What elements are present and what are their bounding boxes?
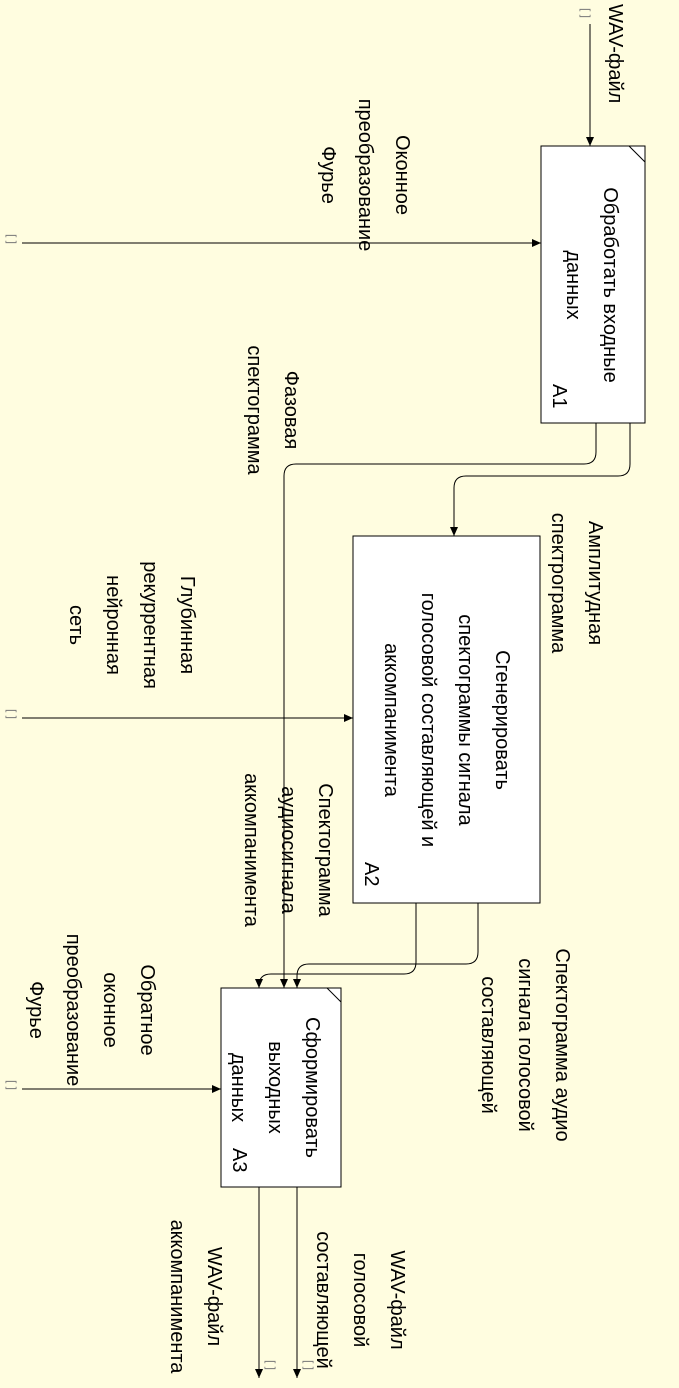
tunnel-marker: [ ] bbox=[579, 8, 593, 18]
inverse-fourier-label-line: преобразование bbox=[62, 933, 84, 1087]
accompaniment-spectrogram-arrow bbox=[255, 903, 417, 988]
deep-rnn-label-line: нейронная bbox=[102, 575, 124, 675]
window-fourier-label-line: преобразование bbox=[354, 98, 376, 252]
tunnel-marker: [ ] bbox=[5, 1080, 19, 1090]
deep-rnn-label-line: Глубинная bbox=[176, 575, 198, 675]
wav-vocal-label-line: WAV-файл bbox=[386, 1250, 408, 1350]
wav-in-label: WAV-файл bbox=[596, 4, 633, 154]
a3-title-line: выходных bbox=[264, 1041, 286, 1134]
a1-title: Обработать входные данных bbox=[554, 150, 628, 420]
wav-accompaniment-label: WAV-файл аккомпанимента bbox=[158, 1205, 232, 1388]
vocal-spectrogram-label-line: сигнала голосовой bbox=[514, 958, 536, 1132]
a2-node-id: A2 bbox=[360, 862, 382, 887]
inverse-fourier-label: Обратное оконное преобразование Фурье bbox=[17, 910, 165, 1110]
amplitude-spectrogram-label-line: спектрограмма bbox=[547, 512, 569, 654]
phase-spectrogram-arrow bbox=[280, 423, 597, 988]
a3-node-id: A3 bbox=[228, 1148, 250, 1173]
accompaniment-spectrogram-label-line: аккомпанимента bbox=[240, 773, 262, 927]
inverse-fourier-label-line: оконное bbox=[99, 972, 121, 1048]
accompaniment-spectrogram-label-line: аудиосигнала bbox=[277, 786, 299, 914]
wav-vocal-label-line: составляющей bbox=[312, 1231, 334, 1369]
amplitude-spectrogram-arrow bbox=[450, 423, 631, 536]
deep-rnn-label-line: сеть bbox=[65, 604, 87, 646]
phase-spectrogram-label-line: Фазовая bbox=[280, 370, 302, 450]
a3-corner-mark bbox=[326, 987, 342, 1003]
window-fourier-label: Оконное преобразование Фурье bbox=[309, 60, 420, 290]
a1-node-id: A1 bbox=[548, 384, 570, 409]
tunnel-marker: [ ] bbox=[5, 709, 19, 719]
a2-box[interactable] bbox=[352, 535, 541, 904]
a3-title-line: Сформировать bbox=[301, 1017, 323, 1158]
inverse-fourier-label-line: Фурье bbox=[25, 981, 47, 1039]
wav-vocal-label: WAV-файл голосовой составляющей bbox=[304, 1212, 415, 1388]
amplitude-spectrogram-label-line: Амплитудная bbox=[584, 520, 606, 646]
deep-rnn-label: Глубинная рекуррентная нейронная сеть bbox=[57, 550, 205, 700]
wav-vocal-label-line: голосовой bbox=[349, 1252, 371, 1348]
a1-box[interactable] bbox=[540, 145, 646, 424]
a1-title-line: данных bbox=[562, 250, 584, 320]
a2-title-line: спектограммы сигнала bbox=[454, 614, 476, 826]
tunnel-marker: [ ] bbox=[5, 234, 19, 244]
vocal-spectrogram-label-line: составляющей bbox=[477, 976, 499, 1114]
accompaniment-spectrogram-label-line: Спектограмма bbox=[314, 783, 336, 917]
deep-rnn-label-line: рекуррентная bbox=[139, 561, 161, 689]
a2-title-line: Сгенерировать bbox=[491, 650, 513, 790]
window-fourier-label-line: Оконное bbox=[391, 135, 413, 215]
a2-title-line: аккомпанимента bbox=[380, 643, 402, 797]
wav-in-label-line: WAV-файл bbox=[604, 4, 626, 104]
accompaniment-spectrogram-label: Спектограмма аудиосигнала аккомпанимента bbox=[232, 740, 343, 960]
tunnel-marker: [ ] bbox=[302, 1360, 316, 1370]
vocal-spectrogram-label-line: Спектограмма аудио bbox=[551, 948, 573, 1142]
wav-accompaniment-label-line: WAV-файл bbox=[203, 1246, 225, 1347]
amplitude-spectrogram-label: Амплитудная спектрограмма bbox=[539, 488, 613, 678]
vocal-spectrogram-label: Спектограмма аудио сигнала голосовой сос… bbox=[469, 910, 580, 1180]
a2-title: Сгенерировать спектограммы сигнала голос… bbox=[372, 540, 520, 900]
a1-title-line: Обработать входные bbox=[599, 187, 621, 383]
a2-title-line: голосовой составляющей и bbox=[417, 592, 439, 848]
vocal-spectrogram-arrow bbox=[293, 903, 479, 988]
a1-corner-mark bbox=[628, 145, 646, 163]
phase-spectrogram-label-line: спектограмма bbox=[243, 345, 265, 475]
inverse-fourier-label-line: Обратное bbox=[136, 964, 158, 1056]
a3-box[interactable] bbox=[220, 987, 342, 1188]
tunnel-marker: [ ] bbox=[264, 1360, 278, 1370]
wav-accompaniment-label-line: аккомпанимента bbox=[166, 1219, 188, 1374]
window-fourier-label-line: Фурье bbox=[317, 146, 339, 204]
phase-spectrogram-label: Фазовая спектограмма bbox=[235, 315, 309, 505]
